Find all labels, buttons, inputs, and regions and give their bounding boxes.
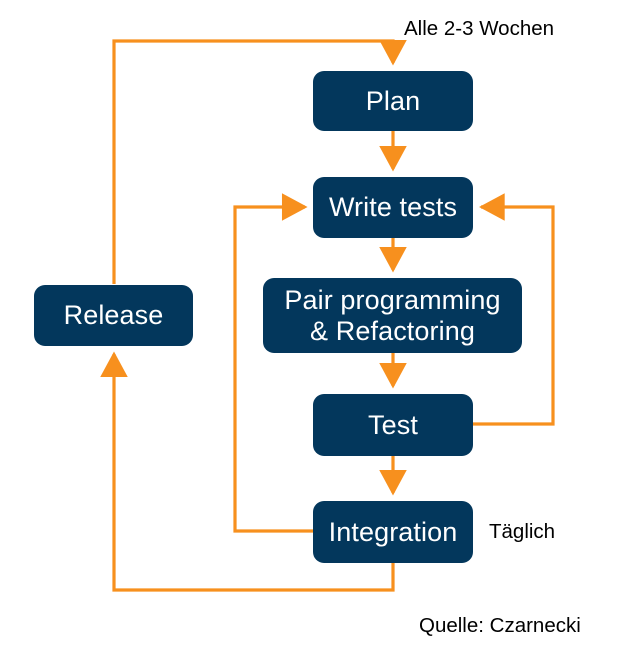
node-test[interactable]: Test [313,394,473,456]
node-pair-programming-refactoring[interactable]: Pair programming & Refactoring [263,278,522,353]
node-pair-programming-refactoring-label: Pair programming & Refactoring [284,285,501,346]
annotation-cadence-daily: Täglich [489,520,556,543]
annotation-cadence-weeks: Alle 2-3 Wochen [404,17,555,40]
node-integration-label: Integration [328,516,458,547]
edge-test-to-write-tests [473,193,555,426]
node-plan-label: Plan [365,85,421,116]
edge-release-to-plan [112,39,407,284]
annotation-source: Quelle: Czarnecki [419,614,581,637]
node-plan[interactable]: Plan [313,71,473,131]
node-release[interactable]: Release [34,285,193,346]
node-write-tests-label: Write tests [328,192,458,223]
node-test-label: Test [368,409,418,440]
edge-integration-to-write-tests [233,193,313,533]
node-release-label: Release [63,300,164,331]
edge-integration-to-release [100,351,395,592]
node-integration[interactable]: Integration [313,501,473,563]
node-write-tests[interactable]: Write tests [313,177,473,238]
